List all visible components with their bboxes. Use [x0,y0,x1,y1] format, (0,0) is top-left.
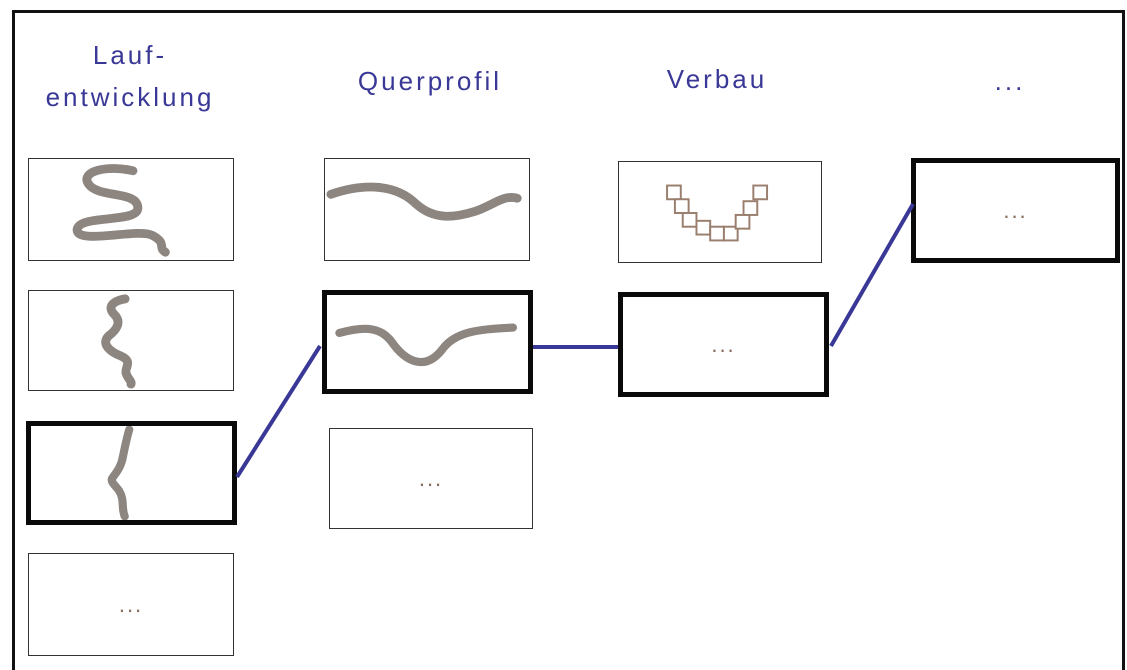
option-next-selected[interactable]: ... [911,158,1120,263]
deep-profile-icon [335,323,517,366]
column-title-querprofil: Querprofil [357,66,503,96]
straight-course-icon [107,426,134,520]
shallow-profile-icon [326,182,522,221]
placeholder-dots: ... [711,331,736,357]
option-straight-course-selected[interactable] [26,421,237,525]
option-winding-course[interactable] [28,290,234,391]
placeholder-dots: ... [118,591,144,617]
column-title-laufentwicklung: Lauf- entwicklung [25,34,235,118]
placeholder-dots: ... [418,465,444,491]
column-title-verbau: Verbau [666,64,768,94]
title-line-2: entwicklung [45,82,215,112]
option-laufentwicklung-more[interactable]: ... [28,553,234,656]
placeholder-dots: ... [1003,197,1028,223]
column-title-more: ... [994,66,1026,96]
option-querprofil-more[interactable]: ... [329,428,533,529]
title-line-1: Lauf- [92,40,168,70]
winding-course-icon [101,294,136,389]
option-meandering-course[interactable] [28,158,234,261]
option-shallow-profile[interactable] [324,158,530,261]
option-block-revetment[interactable] [618,161,822,263]
option-verbau-more-selected[interactable]: ... [618,292,829,397]
meander-course-icon [72,164,170,257]
diagram-frame [12,10,1125,670]
option-deep-profile-selected[interactable] [322,290,533,394]
block-revetment-icon [666,184,769,242]
